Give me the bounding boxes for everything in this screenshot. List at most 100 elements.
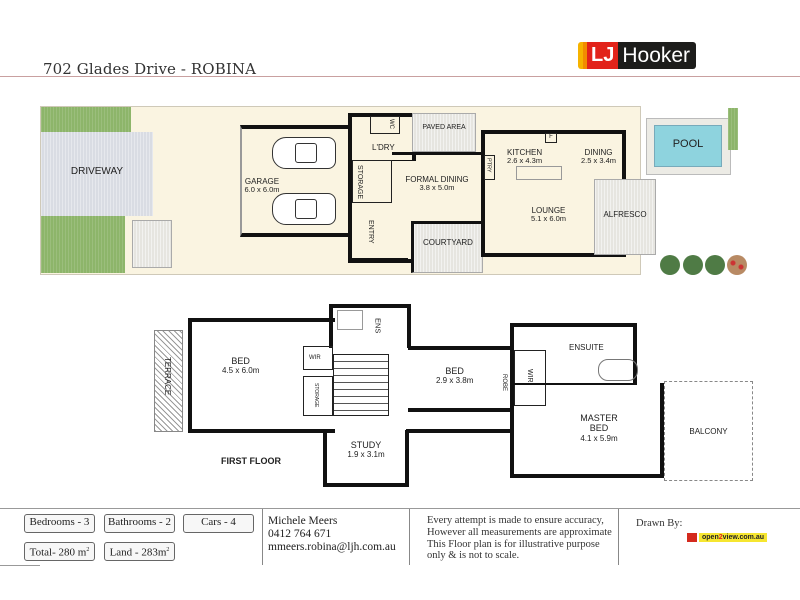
wall: [188, 429, 328, 433]
lounge-name: LOUNGE: [531, 206, 566, 215]
storage-closet: STORAGE: [303, 376, 333, 416]
lounge-label: LOUNGE 5.1 x 6.0m: [531, 206, 566, 224]
open2view-text: open2view.com.au: [699, 533, 768, 542]
drawn-by-label: Drawn By:: [636, 518, 683, 529]
formal-dining-dim: 3.8 x 5.0m: [419, 183, 455, 193]
stat-land: Land - 283m2: [104, 542, 175, 561]
kitchen-label: KITCHEN 2.6 x 4.3m: [507, 148, 542, 166]
brand-pre: open: [702, 534, 719, 541]
logo-stripe-yellow: [578, 42, 583, 69]
open2view-logo[interactable]: open2view.com.au: [687, 533, 768, 542]
open2view-icon: [687, 533, 697, 542]
pantry-label: PTRY: [485, 158, 492, 173]
logo-brand: Hooker: [618, 42, 697, 69]
garage-label: GARAGE 6.0 x 6.0m: [242, 177, 282, 195]
stat-bathrooms: Bathrooms - 2: [104, 514, 175, 533]
footer-separator: [262, 509, 263, 565]
fridge-label: F: [549, 134, 553, 140]
wc-room: WC: [370, 116, 400, 134]
shower: [337, 310, 363, 330]
first-floor-label: FIRST FLOOR: [221, 456, 281, 466]
courtyard-label: COURTYARD: [423, 238, 473, 247]
property-title: 702 Glades Drive - ROBINA: [43, 60, 257, 78]
bed2-name: BED: [445, 366, 464, 376]
garage-room: GARAGE 6.0 x 6.0m: [240, 125, 352, 237]
paved-area-label: PAVED AREA: [422, 124, 466, 131]
bed2-label: BED 2.9 x 3.8m: [436, 366, 473, 386]
dining-label: DINING 2.5 x 3.4m: [581, 148, 616, 166]
wir1: WIR: [303, 346, 333, 370]
disclaimer-line: Every attempt is made to ensure accuracy…: [427, 515, 604, 526]
terrace-label: TERRACE: [163, 357, 173, 396]
storage-label: STORAGE: [356, 165, 364, 200]
study-dim: 1.9 x 3.1m: [347, 450, 385, 460]
agent-contact: Michele Meers 0412 764 671 mmeers.robina…: [268, 515, 396, 554]
disclaimer-line: However all measurements are approximate: [427, 526, 612, 538]
stat-bedrooms: Bedrooms - 3: [24, 514, 95, 533]
formal-dining-room: FORMAL DINING 3.8 x 5.0m: [392, 152, 482, 220]
tree-icon: [660, 255, 680, 275]
fridge: F: [545, 133, 557, 143]
formal-dining-label: FORMAL DINING 3.8 x 5.0m: [392, 175, 482, 193]
master-bed-room: MASTER BED 4.1 x 5.9m: [510, 383, 664, 478]
living-room-block: KITCHEN 2.6 x 4.3m DINING 2.5 x 3.4m F L…: [481, 130, 626, 257]
alfresco: ALFRESCO: [594, 179, 656, 255]
footer-separator: [409, 509, 410, 565]
wir2-label: WIR: [526, 369, 534, 383]
footer-stub-line: [0, 565, 40, 566]
balcony: BALCONY: [664, 381, 753, 481]
terrace: TERRACE: [154, 330, 183, 432]
courtyard: COURTYARD: [411, 221, 483, 273]
storage-room: STORAGE: [352, 160, 392, 203]
wall: [406, 429, 514, 433]
wir1-label: WIR: [309, 355, 321, 361]
agent-phone[interactable]: 0412 764 671: [268, 528, 332, 540]
lj-hooker-logo: LJ Hooker: [578, 42, 697, 69]
hedge: [728, 108, 738, 150]
ensuite-room: ENSUITE: [510, 323, 638, 385]
pantry: PTRY: [484, 155, 495, 180]
bed1-label: BED 4.5 x 6.0m: [222, 356, 259, 376]
logo-lj: LJ: [587, 42, 619, 69]
driveway-area: DRIVEWAY: [41, 132, 153, 216]
disclaimer-line: This Floor plan is for illustrative purp…: [427, 538, 600, 550]
garage-name: GARAGE: [244, 177, 280, 186]
car-icon: [272, 193, 336, 225]
stat-total-value: Total- 280 m: [29, 546, 87, 559]
wall: [348, 259, 412, 263]
robe-label: ROBE: [500, 374, 507, 392]
master-bed-name: MASTER BED: [580, 413, 618, 434]
stat-cars: Cars - 4: [183, 514, 254, 533]
brand-num: 2: [718, 534, 723, 541]
footer-divider: [0, 508, 800, 509]
bed1-name: BED: [231, 356, 250, 366]
storage-label-ff: STORAGE: [312, 383, 319, 408]
disclaimer-line: only & is not to scale.: [427, 550, 520, 562]
bed1-dim: 4.5 x 6.0m: [222, 366, 260, 376]
ens-room: ENS: [329, 304, 411, 348]
stat-land-unit: 2: [166, 547, 170, 553]
lawn-top: [41, 107, 131, 132]
study-name: STUDY: [350, 440, 382, 450]
tree-icon: [705, 255, 725, 275]
bed2-room: BED 2.9 x 3.8m ROBE: [408, 346, 514, 412]
lounge-dim: 5.1 x 6.0m: [531, 214, 567, 224]
car-icon: [272, 137, 336, 169]
dining-dim: 2.5 x 3.4m: [581, 156, 617, 166]
wall: [622, 130, 626, 180]
garage-dim: 6.0 x 6.0m: [244, 185, 280, 195]
wir2: WIR: [514, 350, 546, 406]
balcony-label: BALCONY: [689, 427, 728, 436]
brand-post: view.com.au: [722, 534, 765, 541]
agent-name: Michele Meers: [268, 515, 338, 527]
bed2-dim: 2.9 x 3.8m: [436, 376, 474, 386]
flowering-shrub-icon: [727, 255, 747, 275]
logo-stripe-orange: [583, 42, 587, 69]
entry-label: ENTRY: [367, 220, 375, 244]
stat-land-value: Land - 283m: [109, 546, 167, 559]
paved-area: PAVED AREA: [412, 113, 476, 152]
agent-email[interactable]: mmeers.robina@ljh.com.au: [268, 541, 396, 553]
formal-dining-name: FORMAL DINING: [405, 175, 469, 184]
wc-label: WC: [387, 119, 394, 129]
stat-total-unit: 2: [86, 547, 90, 553]
